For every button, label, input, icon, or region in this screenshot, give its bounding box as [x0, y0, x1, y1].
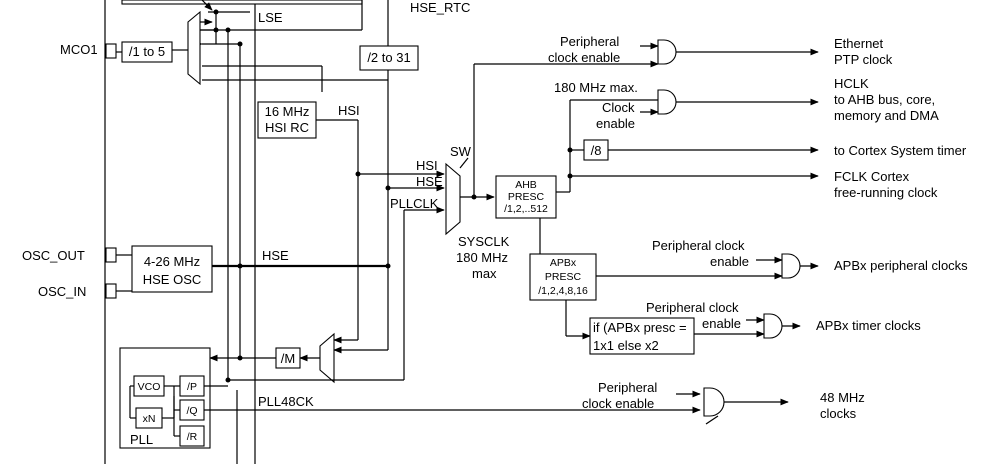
- div-p-label: /P: [187, 381, 197, 393]
- pce-apb-line2: enable: [710, 254, 749, 269]
- osc-out-pin: [105, 247, 117, 263]
- mco1-div-label: /1 to 5: [129, 44, 165, 59]
- pce-apb-line1: Peripheral clock: [652, 238, 745, 253]
- osc-in-pin: [105, 283, 117, 299]
- apb-timer-line1: if (APBx presc =: [593, 320, 687, 335]
- output-labels: Ethernet PTP clock HCLK to AHB bus, core…: [816, 36, 968, 421]
- pce-eth-line1: Peripheral: [560, 34, 619, 49]
- mux-pllclk-label: PLLCLK: [390, 196, 439, 211]
- hsi-rc-line2: HSI RC: [265, 120, 309, 135]
- lse-label: LSE: [258, 10, 283, 25]
- timer-and-gate: [763, 313, 783, 339]
- pll-block: VCO xN /P /Q /R PLL PLL48CK: [119, 347, 701, 449]
- apb-prescaler: APBx PRESC /1,2,4,8,16 Peripheral clock …: [529, 238, 819, 355]
- out-fclk-line2: free-running clock: [834, 185, 938, 200]
- ahb-line1: AHB: [515, 179, 537, 191]
- hsi-rc: 16 MHz HSI RC HSI: [257, 101, 361, 340]
- sysclk-mux: HSI HSE PLLCLK SW SYSCLK 180 MHz max: [358, 60, 659, 380]
- mco1-pin: [105, 43, 117, 59]
- pll-input: /M: [209, 330, 404, 384]
- ethernet-gate: Peripheral clock enable: [548, 34, 819, 65]
- clock-enable-line1: Clock: [602, 100, 635, 115]
- ahb-line3: /1,2,..512: [504, 203, 548, 215]
- eth-and-gate: [657, 39, 677, 65]
- sysclk-line3: max: [472, 266, 497, 281]
- sysclk-line2: 180 MHz: [456, 250, 508, 265]
- pce-48-line1: Peripheral: [598, 380, 657, 395]
- out-hclk-line3: memory and DMA: [834, 108, 939, 123]
- out-eth-line2: PTP clock: [834, 52, 893, 67]
- out-48mhz-line2: clocks: [820, 406, 857, 421]
- apb-and-gate: [781, 253, 801, 279]
- out-apb-timer: APBx timer clocks: [816, 318, 921, 333]
- hse-oscillator: 4-26 MHz HSE OSC OSC_OUT OSC_IN HSE: [22, 245, 391, 299]
- osc-in-label: OSC_IN: [38, 284, 86, 299]
- clock-enable-line2: enable: [596, 116, 635, 131]
- pll-label: PLL: [130, 432, 153, 447]
- hse-rtc-label: HSE_RTC: [410, 0, 470, 15]
- osc-out-label: OSC_OUT: [22, 248, 85, 263]
- rtc-divider: /2 to 31: [359, 0, 419, 330]
- apb-line2: PRESC: [545, 271, 582, 283]
- div-m-label: /M: [281, 351, 295, 366]
- pce-48-line2: clock enable: [582, 396, 654, 411]
- xn-label: xN: [143, 413, 156, 425]
- boundary-lines: [104, 0, 256, 464]
- mco1-region: /1 to 5 MCO1 LSE HSE_RTC: [60, 0, 470, 380]
- max180-label: 180 MHz max.: [554, 80, 638, 95]
- pce-eth-line2: clock enable: [548, 50, 620, 65]
- pll48ck-label: PLL48CK: [258, 394, 314, 409]
- hclk-and-gate: [657, 89, 677, 115]
- out-hclk-line1: HCLK: [834, 76, 869, 91]
- vco-label: VCO: [138, 381, 161, 393]
- mux-hse-label: HSE: [416, 174, 443, 189]
- out-eth-line1: Ethernet: [834, 36, 884, 51]
- apb-timer-line2: 1x1 else x2: [593, 338, 659, 353]
- div-q-label: /Q: [186, 405, 197, 417]
- mux-hsi-label: HSI: [416, 158, 438, 173]
- out-cortex-timer: to Cortex System timer: [834, 143, 967, 158]
- ahb-prescaler: AHB PRESC /1,2,..512 /8 180 MHz max. Clo…: [495, 80, 819, 254]
- pce-tim-line1: Peripheral clock: [646, 300, 739, 315]
- mco1-label: MCO1: [60, 42, 98, 57]
- mhz48-and-gate: [703, 387, 725, 417]
- mhz48-gate: Peripheral clock enable: [582, 380, 789, 425]
- apb-line3: /1,2,4,8,16: [538, 285, 588, 297]
- out-apb-periph: APBx peripheral clocks: [834, 258, 968, 273]
- rtc-div-label: /2 to 31: [367, 50, 410, 65]
- hse-osc-line2: HSE OSC: [143, 272, 202, 287]
- div8-label: /8: [591, 143, 602, 158]
- out-fclk-line1: FCLK Cortex: [834, 169, 910, 184]
- ahb-line2: PRESC: [508, 191, 545, 203]
- out-hclk-line2: to AHB bus, core,: [834, 92, 935, 107]
- hse-bus-label: HSE: [262, 248, 289, 263]
- sysclk-line1: SYSCLK: [458, 234, 510, 249]
- sw-label: SW: [450, 144, 472, 159]
- out-48mhz-line1: 48 MHz: [820, 390, 865, 405]
- pce-tim-line2: enable: [702, 316, 741, 331]
- hse-osc-line1: 4-26 MHz: [144, 254, 200, 269]
- apb-line1: APBx: [550, 257, 577, 269]
- hsi-rc-line1: 16 MHz: [265, 104, 310, 119]
- div-r-label: /R: [187, 431, 198, 443]
- hsi-label: HSI: [338, 103, 360, 118]
